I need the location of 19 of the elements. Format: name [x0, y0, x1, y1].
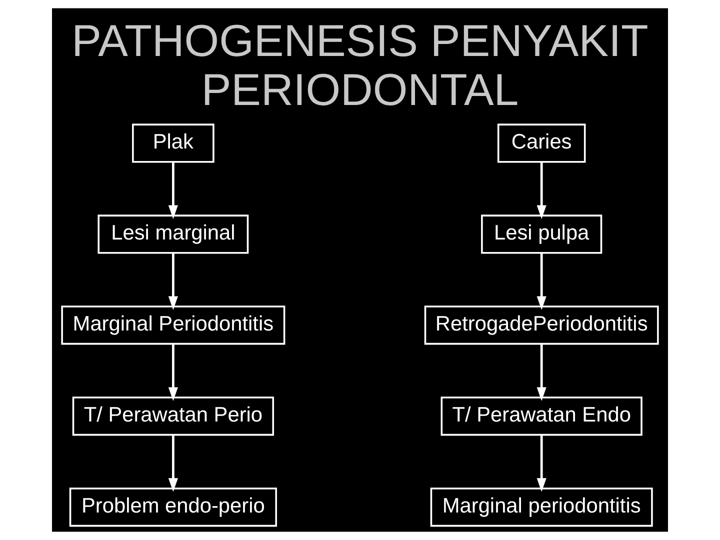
arrow — [536, 253, 546, 310]
node-box: Caries — [497, 124, 586, 163]
diagram-title: PATHOGENESIS PENYAKIT PERIODONTAL — [72, 16, 648, 116]
node-box: T/ Perawatan Endo — [440, 396, 642, 436]
node-box: T/ Perawatan Perio — [72, 396, 274, 436]
arrow — [168, 162, 178, 219]
arrow — [536, 344, 546, 401]
arrow — [168, 344, 178, 401]
arrow — [168, 435, 178, 492]
arrow — [536, 162, 546, 219]
node-box: Problem endo-perio — [69, 488, 277, 527]
node-box: Marginal Periodontitis — [61, 306, 286, 345]
node-box: Lesi marginal — [98, 214, 249, 254]
node-box: Lesi pulpa — [481, 214, 602, 254]
node-box: Plak — [132, 124, 214, 163]
node-box: RetrogadePeriodontitis — [424, 306, 659, 345]
node-box: Marginal periodontitis — [430, 488, 653, 527]
arrow — [168, 253, 178, 310]
arrow — [536, 435, 546, 492]
